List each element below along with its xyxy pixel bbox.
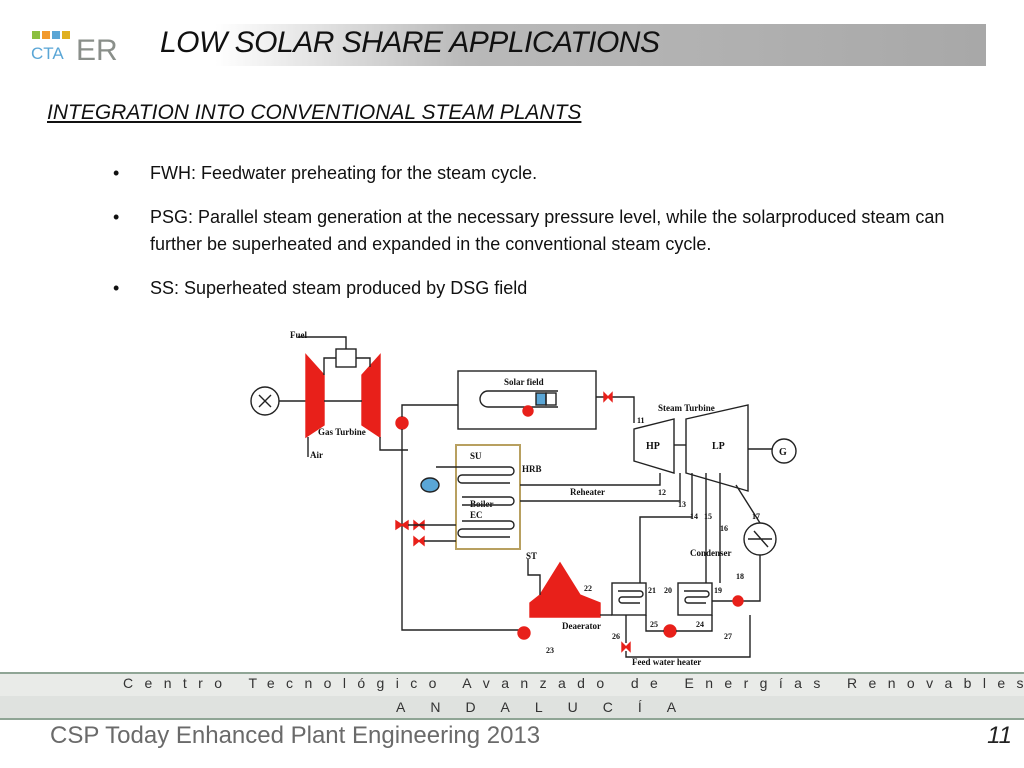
- label-hp: HP: [646, 441, 660, 452]
- stream-number: 17: [752, 512, 760, 521]
- stream-number: 12: [658, 488, 666, 497]
- drum-icon: [420, 477, 440, 493]
- label-st: ST: [526, 551, 537, 561]
- label-steam-turbine: Steam Turbine: [658, 403, 715, 413]
- turbine-icon: [361, 353, 381, 439]
- bullet-icon: •: [113, 278, 120, 298]
- label-boiler: Boiler: [470, 499, 494, 509]
- stream-number: 15: [704, 512, 712, 521]
- logo-text-cta: CTA: [31, 44, 64, 63]
- bullet-text: SS: Superheated steam produced by DSG fi…: [150, 278, 528, 298]
- label-ec: EC: [470, 510, 483, 520]
- generator-icon: [771, 438, 797, 464]
- footer-band: [0, 672, 1024, 722]
- bullet-text: FWH: Feedwater preheating for the steam …: [150, 163, 538, 183]
- stream-number: 24: [696, 620, 704, 629]
- combustor-icon: [335, 348, 357, 368]
- stream-number: 16: [720, 524, 728, 533]
- deaerator-icon: [529, 561, 601, 618]
- stream-number: 22: [584, 584, 592, 593]
- label-air: Air: [310, 450, 323, 460]
- page-number: 11: [987, 722, 1012, 749]
- plant-diagram: Fuel Gas Turbine Air Solar field Steam T…: [240, 325, 810, 670]
- bullet-item: • PSG: Parallel steam generation at the n…: [113, 204, 973, 258]
- feed-water-heater-icon-2: [677, 582, 713, 616]
- slide-title: LOW SOLAR SHARE APPLICATIONS: [160, 26, 660, 59]
- bullet-item: • SS: Superheated steam produced by DSG f…: [113, 275, 973, 302]
- label-hrb: HRB: [522, 464, 542, 474]
- ctaer-logo: CTA ER: [30, 28, 128, 67]
- solar-field-box: [457, 370, 597, 430]
- stream-number: 23: [546, 646, 554, 655]
- stream-number: 26: [612, 632, 620, 641]
- bullet-icon: •: [113, 163, 120, 183]
- stream-number: 27: [724, 632, 732, 641]
- label-condenser: Condenser: [690, 548, 732, 558]
- stream-number: 25: [650, 620, 658, 629]
- label-gas-turbine: Gas Turbine: [318, 427, 366, 437]
- label-solar-field: Solar field: [504, 377, 544, 387]
- bullet-list: • FWH: Feedwater preheating for the steam…: [113, 160, 973, 319]
- label-reheater: Reheater: [570, 487, 605, 497]
- footer-band-top: [0, 672, 1024, 697]
- footer-band-bottom: [0, 696, 1024, 720]
- footer-centro-text: Centro Tecnológico Avanzado de Energías …: [123, 675, 1024, 691]
- stream-number: 19: [714, 586, 722, 595]
- feed-water-heater-icon-1: [611, 582, 647, 616]
- stream-number: 11: [637, 416, 645, 425]
- compressor-icon: [305, 353, 325, 439]
- label-deaerator: Deaerator: [562, 621, 601, 631]
- stream-number: 21: [648, 586, 656, 595]
- footer-presentation-title: CSP Today Enhanced Plant Engineering 201…: [50, 722, 541, 749]
- logo-text-er: ER: [76, 34, 118, 64]
- label-su: SU: [470, 451, 482, 461]
- label-feed-water-heater: Feed water heater: [632, 657, 701, 667]
- hrb-box: [455, 444, 521, 550]
- stream-number: 20: [664, 586, 672, 595]
- slide-subtitle: INTEGRATION INTO CONVENTIONAL STEAM PLAN…: [47, 101, 582, 124]
- hp-turbine-icon: [633, 418, 675, 474]
- label-fuel: Fuel: [290, 330, 307, 340]
- stream-number: 18: [736, 572, 744, 581]
- bullet-item: • FWH: Feedwater preheating for the steam…: [113, 160, 973, 187]
- label-g: G: [779, 447, 787, 458]
- stream-number: 13: [678, 500, 686, 509]
- label-lp: LP: [712, 441, 725, 452]
- bullet-icon: •: [113, 207, 120, 227]
- lp-turbine-icon: [685, 404, 749, 492]
- title-bar: [148, 24, 986, 66]
- bullet-text: PSG: Parallel steam generation at the ne…: [150, 207, 945, 254]
- stream-number: 14: [690, 512, 698, 521]
- footer-andalucia-text: ANDALUCÍA: [396, 699, 702, 715]
